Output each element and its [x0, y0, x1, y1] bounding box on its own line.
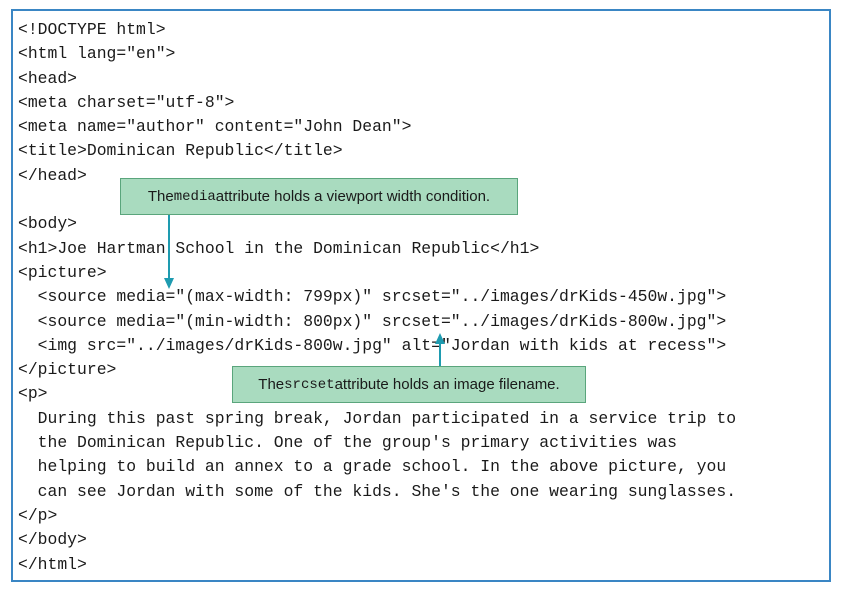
code-line: <!DOCTYPE html>: [18, 20, 166, 39]
code-line: <body>: [18, 214, 78, 234]
code-listing-frame: [11, 9, 831, 582]
code-line: </p>: [18, 505, 58, 525]
callout-text: attribute holds an image filename.: [334, 376, 560, 393]
media-attribute-callout: The media attribute holds a viewport wid…: [120, 178, 518, 215]
srcset-attribute-callout: The srcset attribute holds an image file…: [232, 366, 586, 403]
code-line: <html lang="en">: [18, 44, 176, 64]
code-listing: <!DOCTYPE html> <html lang="en"> <head> <me…: [18, 18, 736, 577]
code-line: the Dominican Republic. One of the group…: [18, 433, 678, 453]
code-line: <head>: [18, 68, 78, 88]
code-line: <source media="(min-width: 800px)" srcse…: [18, 311, 727, 331]
callout-text: attribute holds a viewport width conditi…: [215, 188, 491, 205]
code-line: </body>: [18, 530, 87, 550]
code-line: <meta name="author" content="John Dean">: [18, 117, 412, 137]
callout-code-term: media: [173, 188, 216, 205]
code-line: <picture>: [18, 262, 107, 282]
callout-text: The: [258, 376, 285, 393]
code-line: <img src="../images/drKids-800w.jpg" alt…: [18, 335, 727, 355]
code-line: <meta charset="utf-8">: [18, 92, 235, 112]
code-line: helping to build an annex to a grade sch…: [18, 457, 727, 477]
code-line: </head>: [18, 165, 87, 185]
code-line: can see Jordan with some of the kids. Sh…: [18, 481, 737, 501]
code-line: <h1>Joe Hartman School in the Dominican …: [18, 238, 540, 258]
code-line: <title>Dominican Republic</title>: [18, 141, 343, 161]
code-line: During this past spring break, Jordan pa…: [18, 408, 737, 428]
code-line: <source media="(max-width: 799px)" srcse…: [18, 287, 727, 307]
callout-code-term: srcset: [284, 376, 335, 393]
callout-text: The: [147, 188, 174, 205]
code-line: </picture>: [18, 360, 117, 380]
code-line: <p>: [18, 384, 48, 404]
code-line: </html>: [18, 554, 87, 574]
